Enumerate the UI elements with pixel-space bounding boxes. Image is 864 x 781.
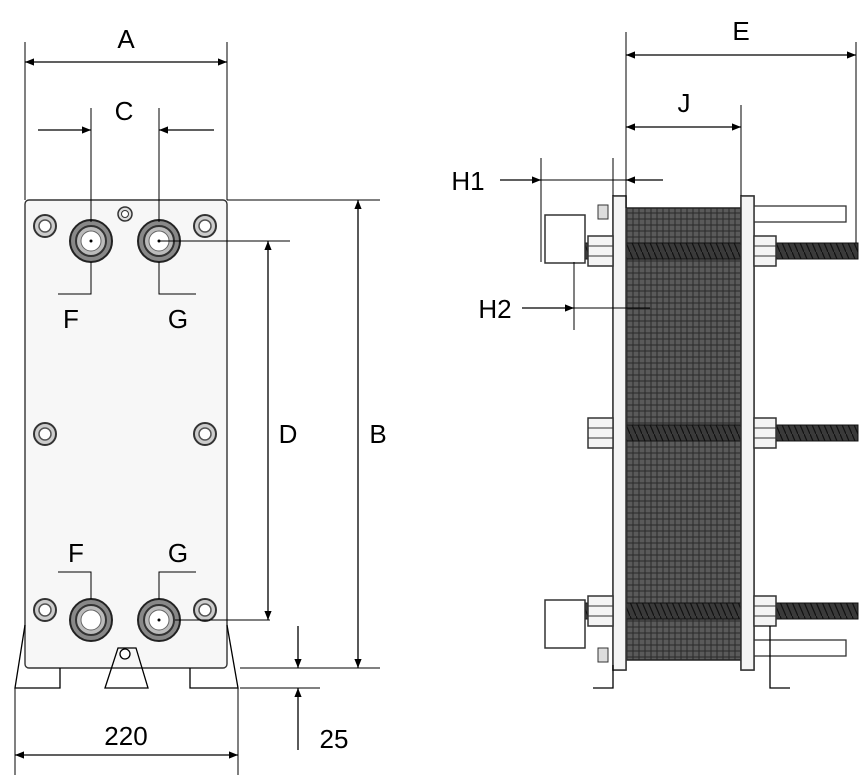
label-c: C [115, 96, 134, 126]
pipe-connection-bottom [544, 599, 586, 649]
tie-bolt [33, 598, 57, 622]
leader-f-bottom [58, 571, 92, 599]
front-view: A C F G F G D B 25 220 [14, 24, 387, 775]
side-view: E J H1 H2 [451, 16, 859, 689]
port-f-bottom [69, 598, 113, 642]
lug-hole [119, 648, 131, 660]
label-220: 220 [104, 721, 147, 751]
nut [753, 235, 777, 267]
nut [587, 417, 614, 449]
leader-g-bottom [158, 571, 196, 599]
label-a: A [117, 24, 135, 54]
nut [753, 417, 777, 449]
nut [587, 595, 614, 627]
tie-bolt [193, 214, 217, 238]
label-h1: H1 [451, 166, 484, 196]
bottom-lug [104, 647, 149, 689]
small-bolt-top [597, 204, 609, 220]
leader-g-top [158, 262, 196, 295]
tie-bolt [33, 214, 57, 238]
label-g-bottom: G [168, 538, 188, 568]
label-25: 25 [320, 724, 349, 754]
top-guide-rail [753, 205, 847, 223]
label-j: J [678, 88, 691, 118]
port-f-top [69, 219, 113, 263]
tie-bolt [193, 598, 217, 622]
port-g-bottom [137, 598, 181, 642]
side-foot-right [769, 626, 790, 689]
side-foot-left [593, 665, 614, 689]
label-e: E [732, 16, 749, 46]
pipe-connection-top [544, 214, 586, 264]
frame-plate [24, 199, 228, 669]
tie-bolt [193, 422, 217, 446]
label-h2: H2 [478, 294, 511, 324]
label-d: D [279, 419, 298, 449]
label-f-top: F [63, 304, 79, 334]
bottom-guide-rail [753, 639, 847, 657]
label-g-top: G [168, 304, 188, 334]
right-foot [189, 624, 239, 689]
tie-rod-middle [609, 424, 859, 442]
tie-bolt [33, 422, 57, 446]
label-f-bottom: F [68, 538, 84, 568]
nut [587, 235, 614, 267]
leader-f-top [58, 262, 92, 295]
nut [753, 595, 777, 627]
small-bolt-bottom [597, 647, 609, 663]
left-foot [14, 624, 61, 689]
label-b: B [369, 419, 386, 449]
